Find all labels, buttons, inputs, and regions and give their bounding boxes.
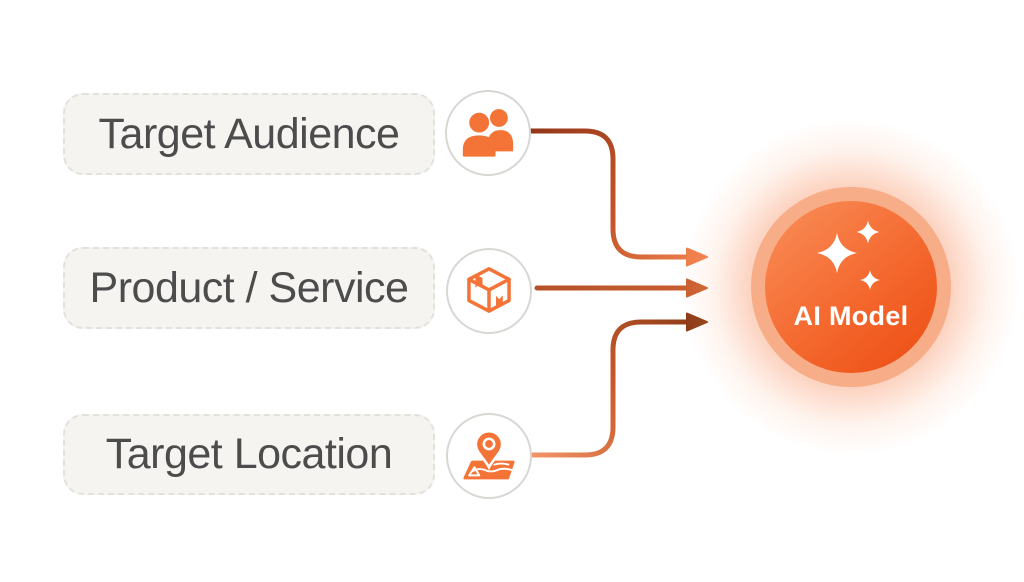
input-box-target-location: Target Location — [63, 414, 435, 495]
input-box-product-service: Product / Service — [63, 247, 435, 329]
icon-badge-location — [446, 413, 532, 499]
map-pin-icon — [463, 429, 515, 480]
package-icon — [467, 267, 511, 313]
arrow-top — [528, 128, 708, 267]
input-label-product-service: Product / Service — [89, 263, 409, 312]
input-label-target-audience: Target Audience — [98, 109, 400, 158]
sparkles-icon — [817, 220, 880, 290]
people-icon — [462, 109, 514, 157]
arrow-bottom — [530, 312, 708, 458]
ai-model-label: AI Model — [793, 301, 909, 331]
input-label-target-location: Target Location — [105, 430, 393, 478]
icon-badge-product — [446, 248, 532, 334]
input-box-target-audience: Target Audience — [63, 93, 435, 175]
ai-model-node: AI Model — [765, 201, 937, 373]
icon-badge-audience — [445, 90, 531, 176]
